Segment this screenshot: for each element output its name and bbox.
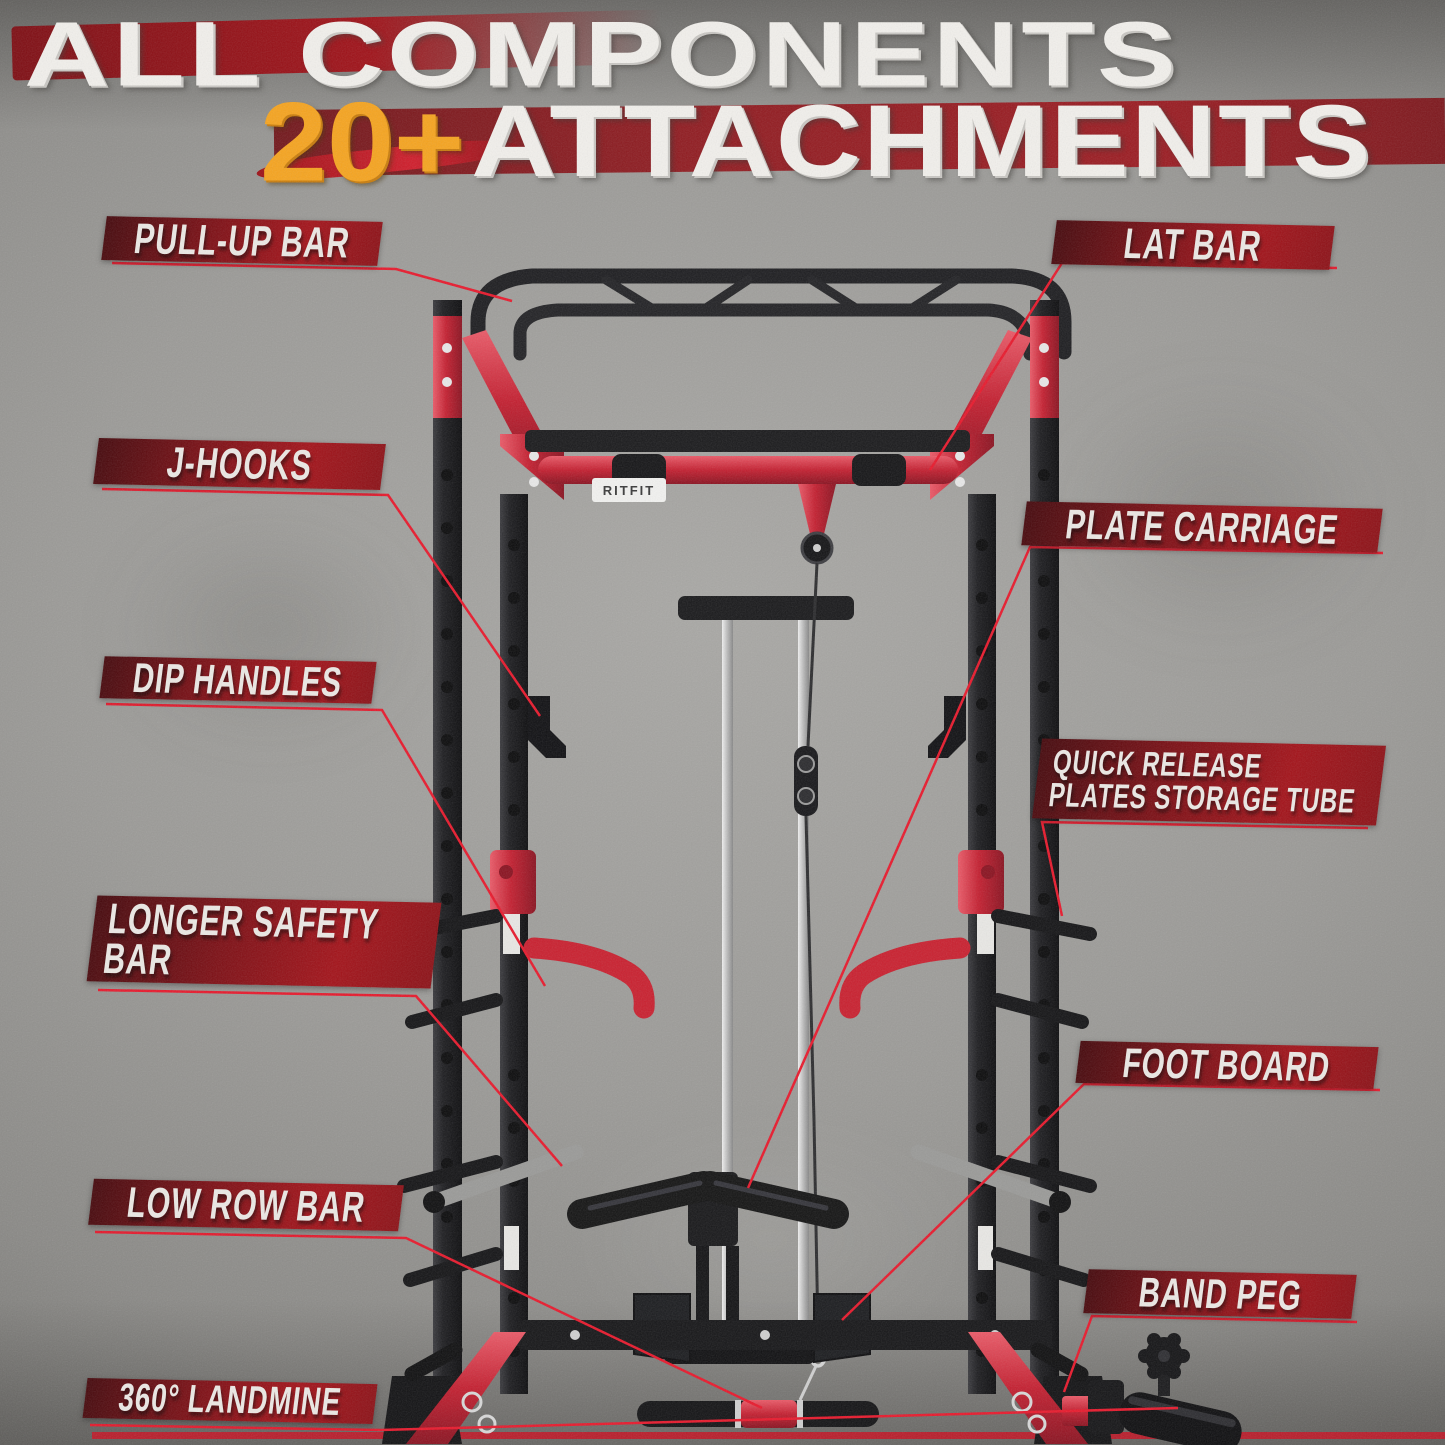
foot-boards — [633, 1293, 871, 1364]
knee-pad-column — [567, 1171, 849, 1364]
leader-quick-release — [1040, 820, 1369, 917]
callout-lat-bar: LAT BAR — [1051, 219, 1335, 270]
leader-plate-carriage — [746, 545, 1384, 1189]
title-highlight-20plus: 20+ — [260, 79, 465, 206]
background-stain — [120, 520, 420, 740]
callout-j-hooks: J-HOOKS — [93, 438, 386, 490]
title-line2: 20+ ATTACHMENTS — [260, 78, 1370, 214]
upright-holes — [441, 469, 1050, 1357]
leader-safety-bar — [97, 988, 563, 1167]
corner-braces — [462, 330, 1032, 500]
band-pegs — [404, 1342, 1089, 1382]
low-row-bar — [637, 1400, 879, 1428]
leader-band-peg — [1062, 1314, 1358, 1393]
callout-band-peg: BAND PEG — [1083, 1268, 1357, 1319]
callout-quick-release-tube: QUICK RELEASE PLATES STORAGE TUBE — [1031, 738, 1387, 826]
leader-lat-bar — [928, 261, 1338, 471]
landmine-attachment — [1062, 1333, 1242, 1445]
title-line2-text: ATTACHMENTS — [470, 84, 1373, 199]
callout-longer-safety-bar: LONGER SAFETY BAR — [86, 894, 442, 989]
leader-pull-up-bar — [111, 261, 513, 303]
j-hooks — [528, 696, 966, 758]
callout-landmine-360: 360° LANDMINE — [82, 1377, 378, 1424]
callout-plate-carriage: PLATE CARRIAGE — [1021, 500, 1383, 553]
pull-up-bar — [470, 268, 1072, 361]
safety-bars — [423, 1144, 1071, 1213]
callout-foot-board: FOOT BOARD — [1075, 1039, 1379, 1090]
lat-bar: RITFIT — [525, 430, 970, 502]
callout-dip-handles: DIP HANDLES — [99, 654, 377, 705]
background-stain — [560, 1120, 980, 1360]
brand-logo: RITFIT — [603, 483, 655, 498]
callout-pull-up-bar: PULL-UP BAR — [101, 214, 383, 267]
title-block: ALL COMPONENTS 20+ ATTACHMENTS — [0, 0, 1445, 205]
rear-uprights — [433, 300, 1059, 1400]
plate-storage-pegs — [397, 909, 1097, 1287]
dip-handles — [490, 850, 1004, 1019]
top-pulley — [798, 484, 836, 565]
callout-low-row-bar: LOW ROW BAR — [88, 1178, 404, 1232]
lat-tower — [678, 562, 854, 1401]
front-uprights — [500, 494, 996, 1394]
